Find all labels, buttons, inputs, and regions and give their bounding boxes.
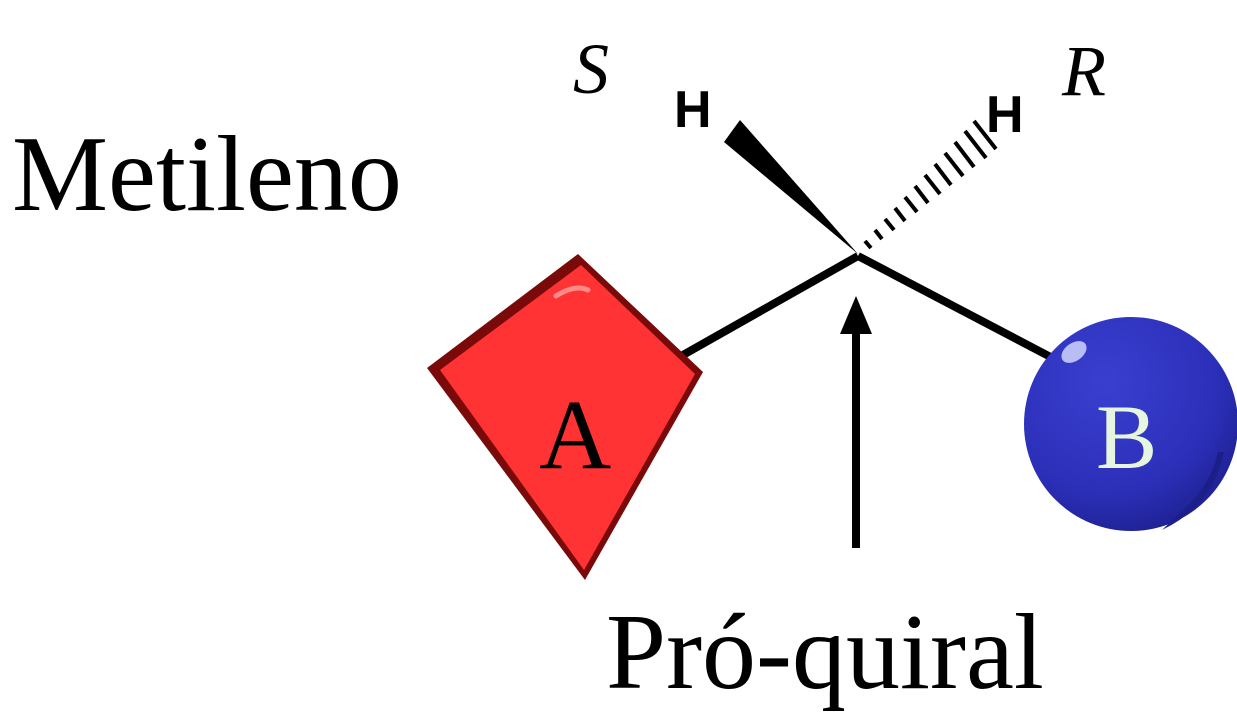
stereo-label-s: S	[573, 29, 609, 109]
group-b-sphere	[1024, 317, 1237, 531]
group-a-label: A	[539, 379, 611, 490]
bond-to-b	[856, 252, 1064, 367]
group-b-label: B	[1096, 386, 1157, 488]
wedge-bond	[724, 120, 858, 254]
title-metileno: Metileno	[12, 115, 402, 234]
group-a-box	[427, 254, 703, 580]
hydrogen-right: H	[986, 86, 1024, 144]
stereo-label-r: R	[1061, 31, 1106, 111]
arrow-head-icon	[840, 296, 872, 334]
bond-to-a	[658, 252, 860, 372]
hydrogen-left: H	[674, 81, 712, 139]
caption-pro-quiral: Pró-quiral	[606, 593, 1044, 712]
hashed-bond	[863, 119, 998, 250]
